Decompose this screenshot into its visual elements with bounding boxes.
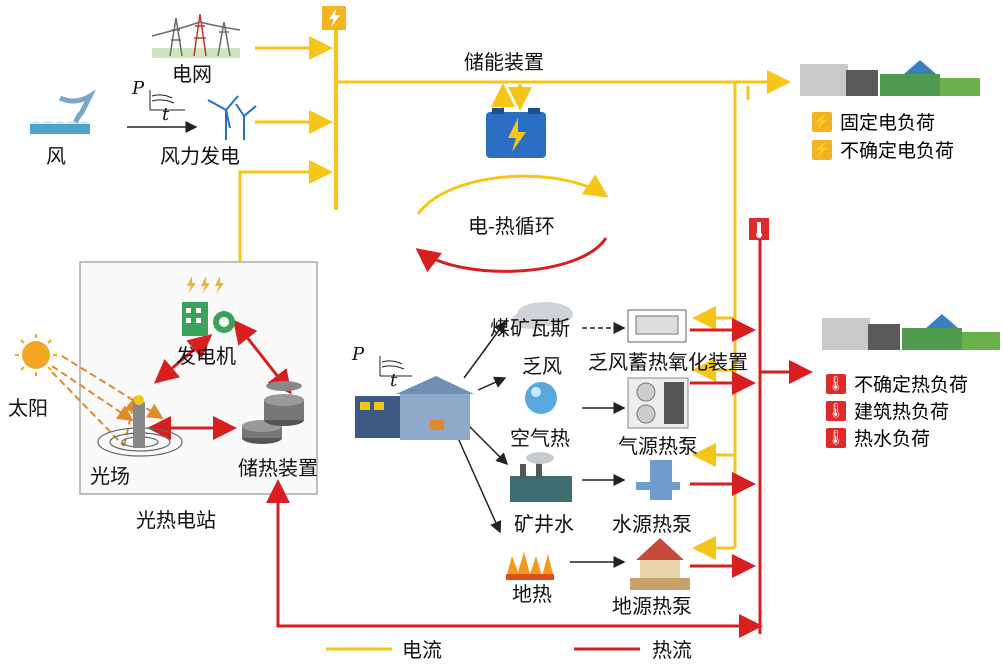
sun-icon <box>15 334 57 376</box>
electric-load-fixed-label: 固定电负荷 <box>840 112 936 134</box>
electric-load-fixed: ⚡ 固定电负荷 <box>812 108 935 135</box>
ventilation-air-label: 乏风 <box>522 354 562 378</box>
electric-flow-lines <box>238 28 791 560</box>
thermometer-icon: 🌡 <box>826 427 846 448</box>
heat-load-building: 🌡 建筑热负荷 <box>826 397 949 424</box>
lightning-bolt-icon: ⚡ <box>812 139 832 160</box>
axis-t-mid: t <box>390 370 398 391</box>
sun-label: 太阳 <box>8 396 48 420</box>
heat-load-hotwater-label: 热水负荷 <box>854 428 931 450</box>
ventilation-device-label: 乏风蓄热氧化装置 <box>588 350 748 374</box>
legend-heat-label: 热流 <box>652 638 692 662</box>
generator-label: 发电机 <box>176 344 236 368</box>
solar-field-icon <box>97 395 183 457</box>
water-heat-pump-icon <box>636 460 680 500</box>
wind-icon <box>30 89 97 134</box>
cycle-arc-electric <box>416 174 609 215</box>
air-heat-pump-icon <box>627 377 689 429</box>
wind-label: 风 <box>46 144 66 168</box>
coal-gas-label: 煤矿瓦斯 <box>490 316 570 340</box>
generator-bolts-icon <box>187 276 224 294</box>
pt-axis-top <box>149 90 185 111</box>
water-pump-label: 水源热泵 <box>612 512 692 536</box>
wind-power-label: 风力发电 <box>160 144 240 168</box>
legend-electric-label: 电流 <box>402 638 442 662</box>
storage-label: 储能装置 <box>464 50 544 74</box>
heat-load-buildings-icon <box>822 314 1000 350</box>
field-label: 光场 <box>90 464 130 488</box>
mine-water-icon <box>510 452 572 502</box>
air-heat-icon <box>525 382 557 414</box>
axis-t-top: t <box>162 104 170 125</box>
thermometer-icon: 🌡 <box>826 373 846 394</box>
pt-axis-mid <box>379 356 412 377</box>
wind-turbine-icon <box>207 95 257 140</box>
ground-heat-pump-icon <box>630 538 690 590</box>
cycle-arc-heat <box>415 237 608 273</box>
heat-storage-label: 储热装置 <box>238 456 318 480</box>
electric-load-buildings-icon <box>800 60 980 96</box>
csp-station-label: 光热电站 <box>136 508 216 532</box>
thermometer-icon: 🌡 <box>826 400 846 421</box>
sun-beams <box>51 355 164 447</box>
bus-thermometer-icon <box>749 218 769 240</box>
lightning-bolt-icon: ⚡ <box>812 111 832 132</box>
mine-water-label: 矿井水 <box>514 512 574 536</box>
ventilation-device-icon <box>627 309 687 343</box>
electric-load-uncertain: ⚡ 不确定电负荷 <box>812 136 954 163</box>
heat-load-hotwater: 🌡 热水负荷 <box>826 424 930 451</box>
air-pump-label: 气源热泵 <box>618 434 698 458</box>
axis-p-mid: P <box>352 344 365 365</box>
battery-icon <box>486 108 546 158</box>
resource-arrows <box>127 121 626 568</box>
geothermal-icon <box>506 552 554 580</box>
axis-p-top: P <box>132 78 145 99</box>
grid-label: 电网 <box>172 62 212 86</box>
mine-factory-icon <box>355 376 474 440</box>
cycle-label: 电-热循环 <box>468 214 555 238</box>
heat-storage-icon <box>242 381 304 444</box>
geothermal-label: 地热 <box>512 582 552 606</box>
ground-pump-label: 地源热泵 <box>612 594 692 618</box>
air-heat-label: 空气热 <box>510 426 570 450</box>
heat-load-uncertain-label: 不确定热负荷 <box>854 374 969 396</box>
electric-load-uncertain-label: 不确定电负荷 <box>840 140 955 162</box>
heat-load-building-label: 建筑热负荷 <box>854 401 950 423</box>
power-grid-icon <box>151 13 241 58</box>
coal-gas-cloud-icon <box>512 302 573 329</box>
generator-icon <box>182 302 235 336</box>
heat-load-uncertain: 🌡 不确定热负荷 <box>826 370 968 397</box>
bus-bolt-icon <box>322 6 346 30</box>
